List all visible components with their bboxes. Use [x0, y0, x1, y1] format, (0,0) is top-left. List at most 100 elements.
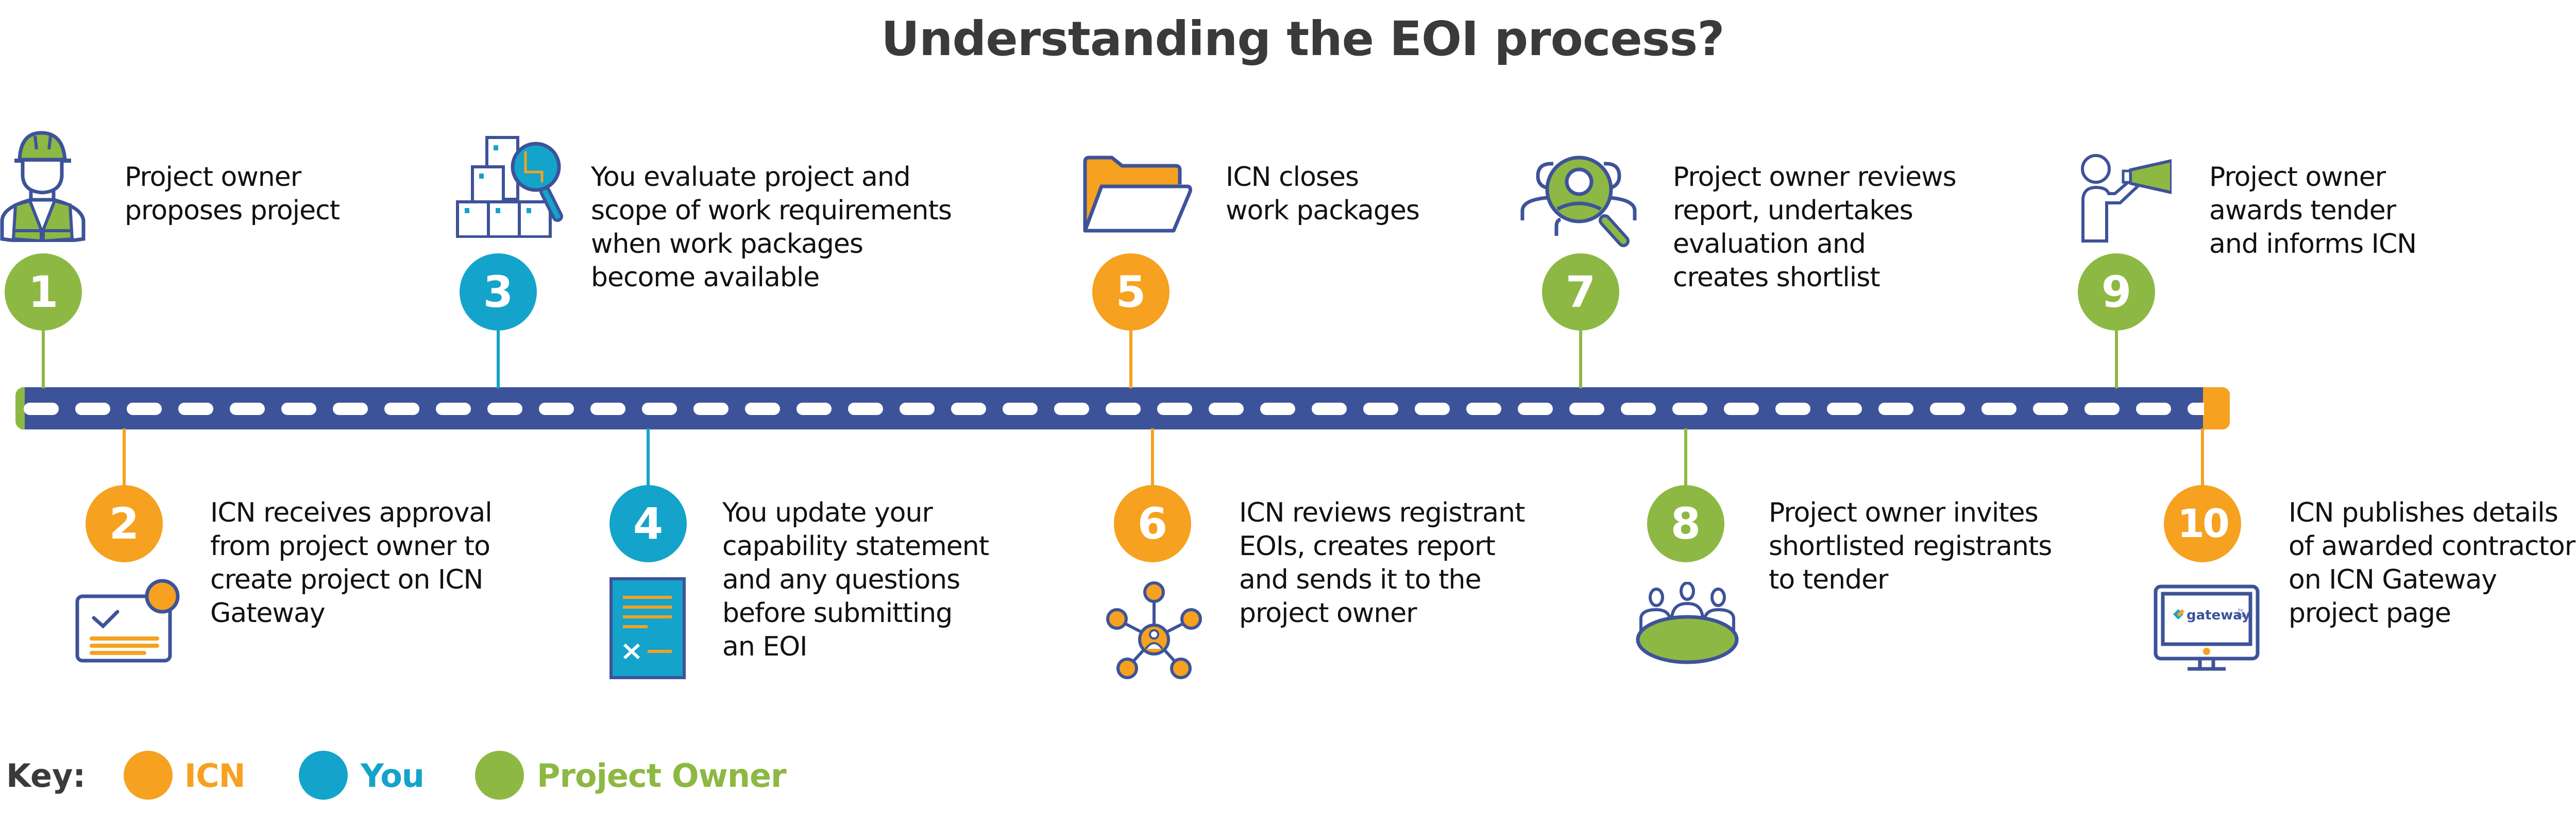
road-dash: [693, 403, 728, 415]
road-dash: [1878, 403, 1913, 415]
step-number-badge: 3: [460, 253, 537, 331]
step-number-badge: 7: [1542, 253, 1619, 331]
key-text-project-owner: Project Owner: [537, 757, 787, 795]
road-dash: [1260, 403, 1295, 415]
key-text-you: You: [361, 757, 425, 795]
page-title: Understanding the EOI process?: [881, 11, 1724, 66]
timeline-start-cap: [15, 387, 25, 429]
description-line: create project on ICN: [210, 564, 483, 595]
open-folder-icon: [1081, 153, 1194, 238]
step-number-badge: 10: [2164, 485, 2241, 562]
step-connector: [1129, 330, 1132, 388]
road-dash: [1775, 403, 1810, 415]
road-dash: [1518, 403, 1553, 415]
document-checklist-icon: [609, 577, 686, 682]
step-connector: [2201, 428, 2204, 486]
key-label: Key:: [6, 757, 86, 795]
description-line: awards tender: [2209, 195, 2396, 226]
key-dot-project-owner: [475, 751, 524, 800]
construction-worker-icon: [0, 129, 88, 245]
road-dash: [1003, 403, 1038, 415]
road-dash: [900, 403, 935, 415]
description-line: and any questions: [722, 564, 960, 595]
description-line: Gateway: [210, 598, 326, 629]
megaphone-person-icon: [2079, 153, 2173, 246]
description-line: and informs ICN: [2209, 229, 2417, 260]
road-dash: [2033, 403, 2068, 415]
step-number-badge: 5: [1092, 253, 1170, 331]
description-line: to tender: [1769, 564, 1888, 595]
step-connector: [647, 428, 650, 486]
road-dash: [2136, 403, 2171, 415]
description-line: project owner: [1239, 598, 1417, 629]
approval-card-icon: [72, 576, 180, 666]
road-dash: [1466, 403, 1501, 415]
road-dash: [1981, 403, 2016, 415]
road-dash: [2188, 403, 2204, 415]
packages-magnifier-icon: [453, 135, 567, 240]
road-dash: [24, 403, 59, 415]
description-line: ICN receives approval: [210, 497, 493, 528]
description-line: You update your: [722, 497, 933, 528]
road-dash: [1312, 403, 1347, 415]
timeline-end-cap: [2203, 387, 2230, 429]
road-dash: [1569, 403, 1604, 415]
description-line: capability statement: [722, 531, 989, 562]
step-connector: [1684, 428, 1687, 486]
road-dash: [230, 403, 265, 415]
road-dash: [1621, 403, 1656, 415]
network-icon: [1103, 577, 1206, 682]
step-connector: [42, 330, 45, 388]
road-dash: [1054, 403, 1089, 415]
description-line: from project owner to: [210, 531, 490, 562]
description-line: Project owner: [2209, 162, 2386, 193]
road-dash: [848, 403, 883, 415]
description-line: ICN reviews registrant: [1239, 497, 1525, 528]
description-line: Project owner reviews: [1673, 162, 1957, 193]
road-dash: [1157, 403, 1192, 415]
description-line: on ICN Gateway: [2289, 564, 2497, 595]
step-number-badge: 6: [1114, 485, 1191, 562]
description-line: report, undertakes: [1673, 195, 1913, 226]
step-connector: [2115, 330, 2118, 388]
road-dash: [642, 403, 677, 415]
road-dash: [539, 403, 574, 415]
description-line: an EOI: [722, 631, 807, 662]
description-line: ICN publishes details: [2289, 497, 2558, 528]
step-number-badge: 1: [5, 253, 82, 331]
key-dot-icn: [124, 751, 173, 800]
road-dash: [1724, 403, 1759, 415]
road-dash: [745, 403, 780, 415]
step-connector: [123, 428, 126, 486]
road-dash: [1363, 403, 1398, 415]
description-line: scope of work requirements: [591, 195, 952, 226]
road-dash: [1672, 403, 1707, 415]
description-line: of awarded contractor: [2289, 531, 2575, 562]
road-dash: [333, 403, 368, 415]
description-line: proposes project: [125, 195, 340, 226]
gateway-logo-text: gateway: [2187, 608, 2250, 623]
road-dash: [951, 403, 986, 415]
road-dash: [487, 403, 522, 415]
road-dash: [281, 403, 316, 415]
key-dot-you: [299, 751, 348, 800]
road-dash: [590, 403, 625, 415]
gateway-logo-brand: ICN: [2237, 614, 2246, 619]
road-dash: [1106, 403, 1141, 415]
description-line: become available: [591, 262, 820, 293]
step-connector: [1151, 428, 1154, 486]
road-dash: [1827, 403, 1862, 415]
step-number-badge: 8: [1647, 485, 1724, 562]
people-search-icon: [1517, 153, 1641, 254]
monitor-gateway-icon: gateway by ICN: [2153, 584, 2261, 675]
meeting-table-icon: [1631, 581, 1744, 667]
road-dash: [2084, 403, 2120, 415]
